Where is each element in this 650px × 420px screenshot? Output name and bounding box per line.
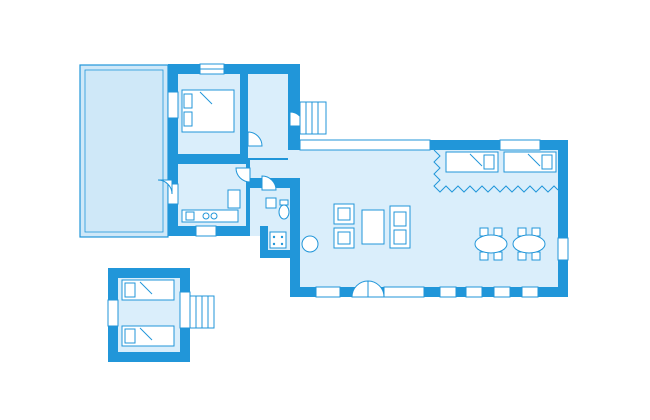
single-bed bbox=[503, 151, 557, 173]
window-icon bbox=[167, 63, 569, 298]
single-bed bbox=[445, 151, 499, 173]
stool bbox=[301, 235, 319, 253]
toilet bbox=[278, 199, 290, 220]
single-bed bbox=[121, 325, 175, 347]
sink bbox=[265, 197, 277, 209]
kitchen-counter bbox=[181, 189, 241, 223]
dining-table bbox=[512, 227, 546, 261]
stairs-icon bbox=[299, 101, 327, 135]
armchair bbox=[333, 227, 355, 249]
terrace bbox=[79, 64, 169, 238]
dining-table bbox=[474, 227, 508, 261]
sofa bbox=[389, 205, 411, 249]
coffee-table bbox=[361, 209, 385, 245]
sleeping-alcove bbox=[433, 149, 559, 193]
single-bed bbox=[121, 279, 175, 301]
door-icon bbox=[157, 111, 385, 298]
stairs-icon bbox=[189, 295, 215, 329]
living-area bbox=[178, 100, 558, 287]
double-bed bbox=[181, 89, 235, 133]
shower bbox=[269, 231, 287, 249]
armchair bbox=[333, 203, 355, 225]
